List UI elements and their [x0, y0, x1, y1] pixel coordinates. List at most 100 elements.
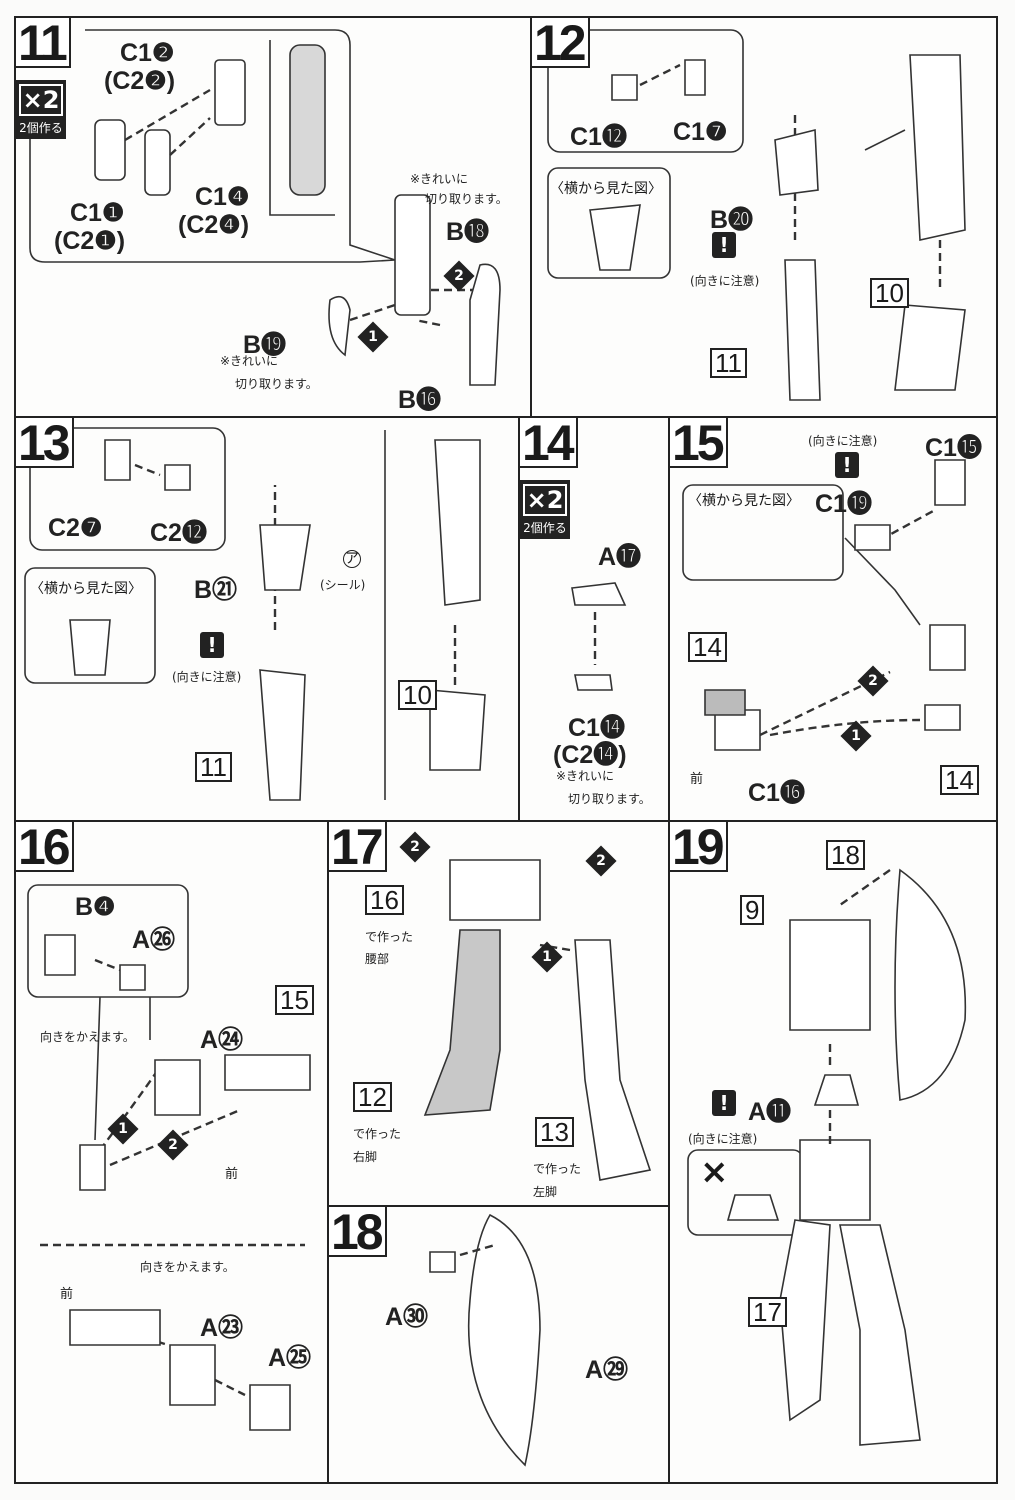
- part-label: B⓴: [710, 206, 754, 234]
- part-label: B⓰: [398, 386, 442, 414]
- side-view-box: [547, 167, 671, 279]
- front-label: 前: [60, 1287, 74, 1302]
- callout-box: [27, 884, 189, 998]
- order-number: 1: [542, 949, 552, 965]
- part-label: A㉕: [268, 1344, 312, 1372]
- shield-part: [467, 1213, 541, 1467]
- cut-note: 切り取ります。: [235, 377, 318, 391]
- leg-part: [784, 54, 966, 401]
- step-ref: 17: [748, 1297, 787, 1327]
- part-14: [704, 689, 746, 716]
- part-label: (C2⓮): [553, 741, 627, 769]
- part-c1-16: [714, 624, 966, 751]
- order-marker: 2: [857, 665, 889, 697]
- turn-note: 向きをかえます。: [140, 1260, 235, 1274]
- section-part: [289, 44, 326, 196]
- made-with-label: で作った: [365, 930, 414, 944]
- turn-note: 向きをかえます。: [40, 1030, 135, 1044]
- step-ref: 14: [940, 765, 979, 795]
- caution-icon: !: [200, 632, 224, 658]
- part-label: C1⓬: [570, 123, 627, 151]
- part-label: B❹: [75, 893, 116, 921]
- sticker-mark: ア: [343, 550, 361, 568]
- step-ref: 13: [535, 1117, 574, 1147]
- caution-icon: !: [712, 232, 736, 258]
- section-view: [269, 40, 335, 216]
- part-label: C2⓬: [150, 519, 207, 547]
- part-b19: [328, 295, 351, 357]
- part-label: A⓫: [748, 1098, 792, 1126]
- part-b21: [69, 524, 311, 676]
- part-assembly: [394, 194, 431, 316]
- caution-icon: !: [712, 1090, 736, 1116]
- mech-waist: [449, 859, 541, 921]
- order-marker: 2: [585, 845, 617, 877]
- callout-box: [547, 29, 744, 153]
- callout-box: [682, 484, 844, 581]
- step-number: 15: [670, 418, 728, 468]
- left-leg-label: 左脚: [533, 1185, 558, 1199]
- step-ref: 12: [353, 1082, 392, 1112]
- quantity-badge: ×2 2個作る: [520, 480, 570, 539]
- step-number: 18: [329, 1207, 387, 1257]
- order-number: 2: [868, 673, 878, 689]
- step-ref: 10: [398, 680, 437, 710]
- order-number: 2: [410, 839, 420, 855]
- dashed-arrow: [828, 869, 891, 1145]
- part-label: C1⓯: [925, 434, 982, 462]
- part-label: A㉙: [585, 1356, 629, 1384]
- front-label: 前: [690, 772, 704, 787]
- step-ref: 16: [365, 885, 404, 915]
- part-label: C1⓮: [568, 714, 625, 742]
- side-view-label: 〈横から見た図〉: [30, 581, 142, 597]
- sticker-label: (シール): [320, 578, 366, 592]
- caution-label: (向きに注意): [808, 434, 878, 448]
- step-number: 12: [532, 18, 590, 68]
- front-label: 前: [225, 1167, 239, 1182]
- cut-note: ※きれいに: [410, 172, 469, 186]
- part-label: B㉑: [194, 576, 238, 604]
- order-marker: 1: [531, 941, 563, 973]
- cut-note: 切り取ります。: [568, 792, 651, 806]
- part-label: A㉔: [200, 1026, 244, 1054]
- side-view-box: [24, 567, 156, 684]
- part-label: C1❼: [673, 118, 728, 146]
- part-label: C1⓳: [815, 490, 872, 518]
- step-11-panel: [14, 16, 532, 418]
- part-label: A㉚: [385, 1303, 429, 1331]
- part-c1-1: [94, 119, 126, 181]
- order-marker: 1: [357, 321, 389, 353]
- cut-note: ※きれいに: [220, 354, 279, 368]
- waist-label: 腰部: [365, 952, 390, 966]
- part-a11: [726, 1074, 860, 1221]
- part-c1-2: [214, 59, 246, 126]
- part-label: A㉓: [200, 1314, 244, 1342]
- part-c2: [104, 439, 191, 491]
- step-ref: 9: [740, 895, 765, 925]
- mech-left-leg: [574, 939, 652, 1181]
- dashed-arrow: [459, 1243, 496, 1257]
- part-label: B⓲: [446, 218, 490, 246]
- part-b16: [469, 263, 501, 386]
- part-c1-19: [854, 459, 966, 551]
- part-label: A⓱: [598, 543, 642, 571]
- part-a17: [571, 582, 627, 691]
- side-view-label: 〈横から見た図〉: [688, 493, 800, 509]
- dashed-arrow: [539, 943, 571, 952]
- step-number: 19: [670, 822, 728, 872]
- part-label: C1⓰: [748, 779, 805, 807]
- order-marker: 1: [840, 720, 872, 752]
- order-number: 1: [851, 728, 861, 744]
- made-with-label: で作った: [533, 1162, 582, 1176]
- quantity-note: 2個作る: [19, 121, 63, 135]
- order-marker: 2: [157, 1129, 189, 1161]
- caution-icon: !: [835, 452, 859, 478]
- caution-label: (向きに注意): [690, 274, 760, 288]
- step-number: 11: [16, 18, 71, 68]
- order-number: 2: [168, 1137, 178, 1153]
- step-ref: 10: [870, 278, 909, 308]
- step-ref: 15: [275, 985, 314, 1015]
- order-number: 1: [118, 1121, 128, 1137]
- part-b20: [589, 128, 819, 271]
- part-label: (C2❶): [54, 227, 126, 255]
